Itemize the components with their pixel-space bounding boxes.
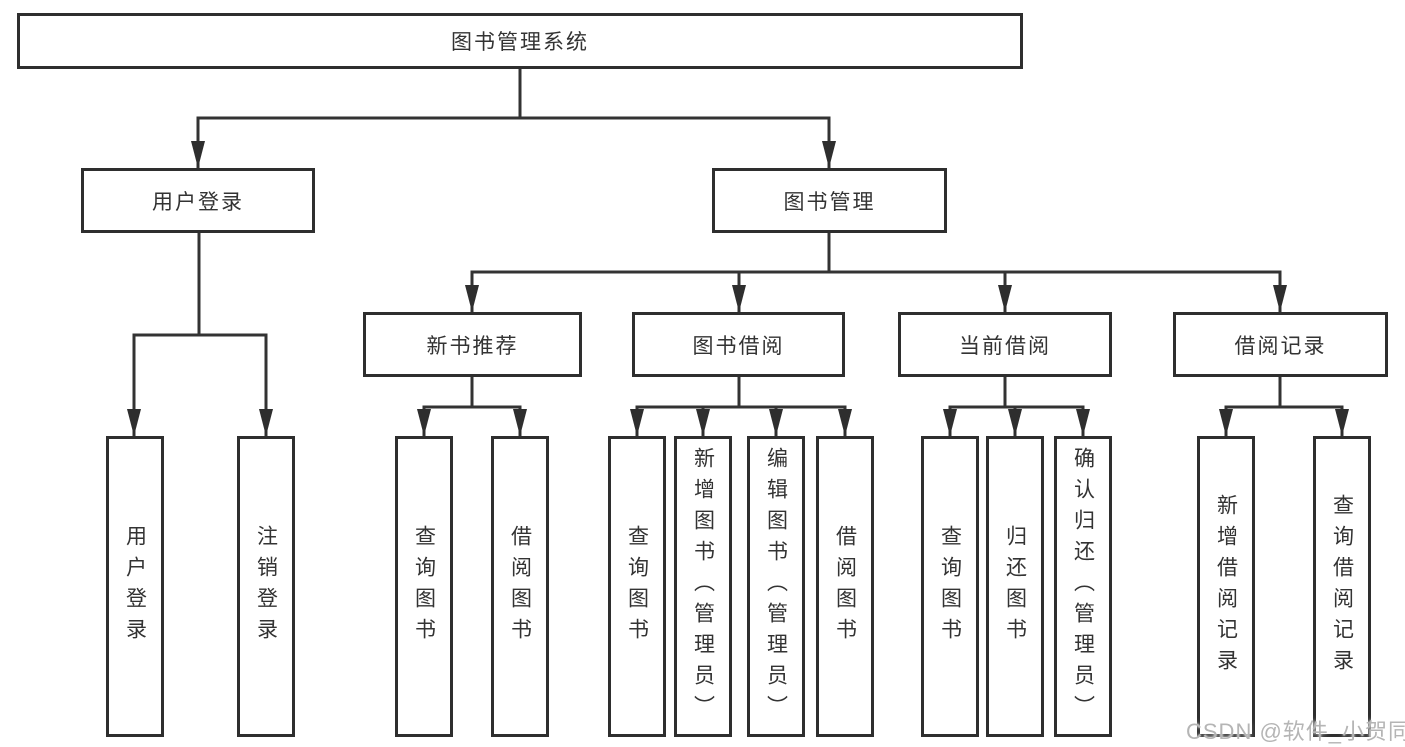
leaf-query-book-2: 查询图书 xyxy=(608,436,666,737)
node-root-label: 图书管理系统 xyxy=(451,31,589,54)
leaf-add-borrow-record-label: 新增借阅记录 xyxy=(1214,493,1238,680)
leaf-return-book: 归还图书 xyxy=(986,436,1044,737)
leaf-query-borrow-record-label: 查询借阅记录 xyxy=(1330,493,1354,680)
node-current-borrow: 当前借阅 xyxy=(898,312,1112,377)
node-borrow-record: 借阅记录 xyxy=(1173,312,1388,377)
leaf-add-book-admin-label: 新增图书（管理员） xyxy=(691,447,715,726)
node-book-borrow: 图书借阅 xyxy=(632,312,845,377)
node-book-borrow-label: 图书借阅 xyxy=(692,334,785,358)
leaf-query-book-2-label: 查询图书 xyxy=(625,524,649,649)
leaf-user-login-label: 用户登录 xyxy=(123,524,147,649)
leaf-add-book-admin: 新增图书（管理员） xyxy=(674,436,732,737)
node-borrow-record-label: 借阅记录 xyxy=(1234,334,1327,358)
leaf-query-borrow-record: 查询借阅记录 xyxy=(1313,436,1371,737)
leaf-query-book-3: 查询图书 xyxy=(921,436,979,737)
node-root: 图书管理系统 xyxy=(17,13,1023,69)
node-new-book-recommend-label: 新书推荐 xyxy=(426,334,519,358)
node-new-book-recommend: 新书推荐 xyxy=(363,312,582,377)
leaf-confirm-return-admin-label: 确认归还（管理员） xyxy=(1071,447,1095,726)
leaf-query-book-3-label: 查询图书 xyxy=(938,524,962,649)
node-user-login: 用户登录 xyxy=(81,168,315,233)
node-book-management: 图书管理 xyxy=(712,168,947,233)
leaf-borrow-book-1-label: 借阅图书 xyxy=(508,524,532,649)
csdn-watermark: CSDN @软件_小贺同学 xyxy=(1186,719,1405,744)
node-book-management-label: 图书管理 xyxy=(783,190,876,214)
leaf-edit-book-admin: 编辑图书（管理员） xyxy=(747,436,805,737)
node-current-borrow-label: 当前借阅 xyxy=(959,334,1051,358)
leaf-return-book-label: 归还图书 xyxy=(1003,524,1027,649)
leaf-user-login: 用户登录 xyxy=(106,436,164,737)
leaf-logout-login: 注销登录 xyxy=(237,436,295,737)
leaf-edit-book-admin-label: 编辑图书（管理员） xyxy=(764,447,788,726)
leaf-logout-login-label: 注销登录 xyxy=(254,524,278,649)
leaf-borrow-book-2-label: 借阅图书 xyxy=(833,524,857,649)
leaf-add-borrow-record: 新增借阅记录 xyxy=(1197,436,1255,737)
leaf-borrow-book-2: 借阅图书 xyxy=(816,436,874,737)
leaf-query-book-1: 查询图书 xyxy=(395,436,453,737)
leaf-query-book-1-label: 查询图书 xyxy=(412,524,436,649)
leaf-borrow-book-1: 借阅图书 xyxy=(491,436,549,737)
leaf-confirm-return-admin: 确认归还（管理员） xyxy=(1054,436,1112,737)
node-user-login-label: 用户登录 xyxy=(152,190,244,214)
connector-trunks xyxy=(132,69,1344,409)
